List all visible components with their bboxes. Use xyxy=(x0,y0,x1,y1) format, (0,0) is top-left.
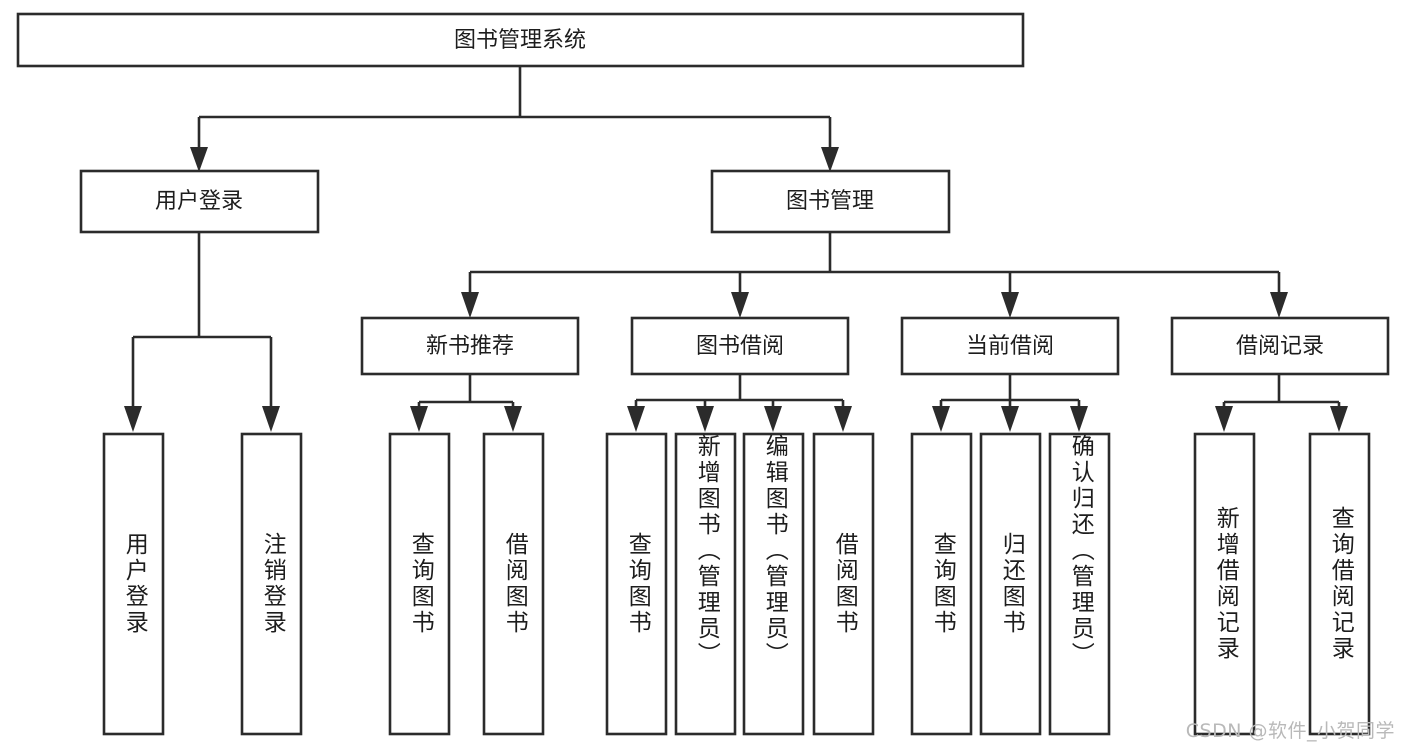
node-borrow-record-label: 借阅记录 xyxy=(1236,334,1324,359)
node-current-borrow-label: 当前借阅 xyxy=(966,334,1054,359)
connector-layer xyxy=(124,66,1348,432)
node-leaf-add-book[interactable] xyxy=(674,432,737,736)
node-new-book-rec[interactable] xyxy=(360,316,580,376)
node-user-login-label: 用户登录 xyxy=(155,189,243,214)
arrow-to-newbook xyxy=(461,292,479,318)
arrow-leaf-edit-book xyxy=(764,406,782,432)
node-leaf-query-record[interactable] xyxy=(1308,432,1371,736)
node-leaf-query-book-b[interactable] xyxy=(605,432,668,736)
node-book-manage[interactable] xyxy=(710,169,951,234)
node-book-borrow-label: 图书借阅 xyxy=(696,334,784,359)
node-leaf-confirm-return[interactable] xyxy=(1048,432,1111,736)
node-leaf-query-book-c[interactable] xyxy=(910,432,973,736)
node-leaf-edit-book[interactable] xyxy=(742,432,805,736)
arrow-leaf-query-book-c xyxy=(932,406,950,432)
arrow-leaf-borrow-book-a xyxy=(504,406,522,432)
arrow-leaf-add-record xyxy=(1215,406,1233,432)
node-borrow-record[interactable] xyxy=(1170,316,1390,376)
arrow-leaf-user-login xyxy=(124,406,142,432)
arrow-to-currentborrow xyxy=(1001,292,1019,318)
node-leaf-borrow-book-a[interactable] xyxy=(482,432,545,736)
arrow-leaf-query-book-b xyxy=(627,406,645,432)
arrow-leaf-query-record xyxy=(1330,406,1348,432)
arrow-to-bookmanage xyxy=(821,147,839,172)
arrow-leaf-logout xyxy=(262,406,280,432)
node-leaf-query-book-a[interactable] xyxy=(388,432,451,736)
node-user-login[interactable] xyxy=(79,169,320,234)
node-root-label: 图书管理系统 xyxy=(454,28,586,53)
arrow-to-bookborrow xyxy=(731,292,749,318)
arrow-to-userlogin xyxy=(190,147,208,172)
node-leaf-user-login[interactable] xyxy=(102,432,165,736)
node-leaf-logout[interactable] xyxy=(240,432,303,736)
node-current-borrow[interactable] xyxy=(900,316,1120,376)
arrow-to-borrowrecord xyxy=(1270,292,1288,318)
node-leaf-return-book[interactable] xyxy=(979,432,1042,736)
arrow-leaf-add-book xyxy=(696,406,714,432)
arrow-leaf-return-book xyxy=(1001,406,1019,432)
arrow-leaf-borrow-book-b xyxy=(834,406,852,432)
arrow-leaf-query-book-a xyxy=(410,406,428,432)
node-layer: 图书管理系统 用户登录 图书管理 新书推荐 图书借阅 当前借阅 借阅记录 xyxy=(16,12,1390,736)
node-root[interactable] xyxy=(16,12,1025,68)
node-leaf-borrow-book-b[interactable] xyxy=(812,432,875,736)
node-leaf-add-record[interactable] xyxy=(1193,432,1256,736)
node-book-borrow[interactable] xyxy=(630,316,850,376)
node-new-book-rec-label: 新书推荐 xyxy=(426,334,514,359)
node-book-manage-label: 图书管理 xyxy=(786,189,874,214)
arrow-leaf-confirm-return xyxy=(1070,406,1088,432)
